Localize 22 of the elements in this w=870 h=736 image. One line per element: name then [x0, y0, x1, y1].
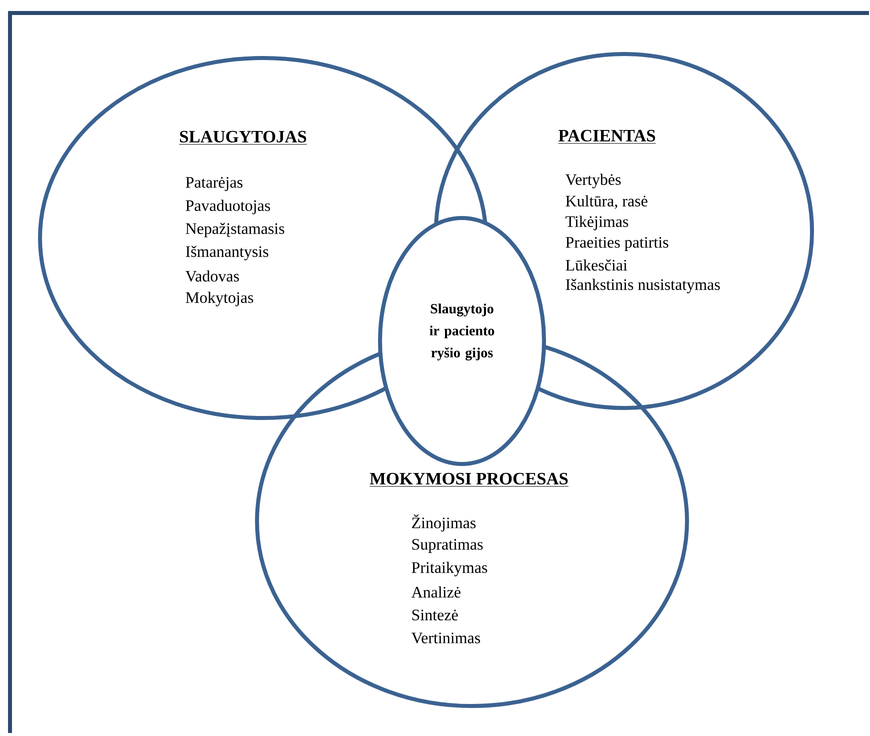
- list-item: Išankstinis nusistatymas: [566, 278, 720, 294]
- list-item: Mokytojas: [186, 292, 254, 306]
- list-item: Pritaikymas: [412, 562, 488, 576]
- list-item: Tikėjimas: [566, 216, 628, 230]
- list-item: Pavaduotojas: [186, 200, 270, 214]
- list-item: Kultūra, rasė: [566, 195, 648, 209]
- heading: PACIENTAS: [558, 130, 656, 144]
- list-item: Patarėjas: [186, 176, 242, 191]
- list-item: Supratimas: [412, 539, 483, 553]
- list-item: Išmanantysis: [186, 246, 268, 260]
- list-item: Sintezė: [412, 610, 458, 620]
- heading: MOKYMOSI PROCESAS: [369, 472, 569, 487]
- list-item: Vertybės: [565, 174, 621, 188]
- list-item: Praeities patirtis: [566, 236, 668, 251]
- list-item: Lūkesčiai: [566, 259, 628, 271]
- list-item: Vertinimas: [411, 632, 480, 644]
- list-item: Nepažįstamasis: [186, 222, 284, 238]
- heading: SLAUGYTOJAS: [178, 130, 308, 145]
- list-item: Žinojimas: [412, 514, 476, 532]
- center-label: Slaugytojo ir paciento ryšio gijos: [430, 304, 494, 360]
- list-item: Analizė: [411, 586, 460, 598]
- list-item: Vadovas: [185, 270, 239, 282]
